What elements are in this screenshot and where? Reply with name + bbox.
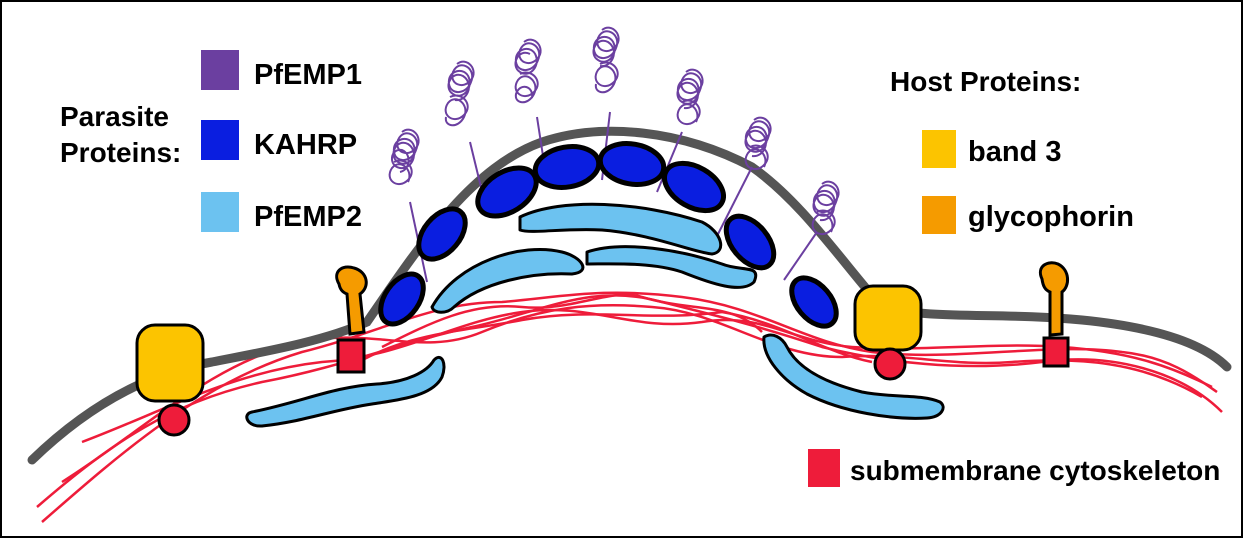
ankyrin-anchor xyxy=(159,405,189,435)
pfemp2-band xyxy=(587,247,756,288)
parasite-heading-line1: Parasite xyxy=(60,101,169,132)
kahrp-knob xyxy=(372,266,432,331)
glycophorin-stalk xyxy=(1040,263,1067,335)
kahrp-label: KAHRP xyxy=(254,129,357,161)
host-legend: Host Proteins: band 3 glycophorin xyxy=(890,66,1134,234)
glycophorin-stalk xyxy=(337,267,367,334)
kahrp-knob xyxy=(597,139,667,190)
ankyrin-anchor xyxy=(875,349,905,379)
cytoskeleton-swatch xyxy=(808,449,840,487)
parasite-heading-line2: Proteins: xyxy=(60,137,181,168)
kahrp-knob xyxy=(410,200,475,268)
pfemp1-swatch xyxy=(201,50,239,90)
kahrp-swatch xyxy=(201,120,239,160)
protein41-anchor xyxy=(338,340,364,372)
cytoskeleton-label: submembrane cytoskeleton xyxy=(850,455,1220,486)
pfemp2-swatch xyxy=(201,192,239,232)
band3-label: band 3 xyxy=(968,136,1061,168)
kahrp-knob xyxy=(656,154,731,221)
glycophorin-swatch xyxy=(922,196,956,234)
cytoskeleton-legend: submembrane cytoskeleton xyxy=(808,449,1220,487)
protein41-anchor xyxy=(1044,338,1068,366)
kahrp-knob xyxy=(783,270,845,335)
band3-swatch xyxy=(922,130,956,168)
glycophorin-label: glycophorin xyxy=(968,201,1134,233)
pfemp2-label: PfEMP2 xyxy=(254,201,362,233)
host-heading: Host Proteins: xyxy=(890,66,1081,97)
parasite-legend: Parasite Proteins: PfEMP1 KAHRP PfEMP2 xyxy=(60,50,362,233)
pfemp1-label: PfEMP1 xyxy=(254,59,362,91)
spectrin-network xyxy=(37,293,1222,522)
band3-block xyxy=(137,325,203,401)
band3-block xyxy=(855,286,921,350)
